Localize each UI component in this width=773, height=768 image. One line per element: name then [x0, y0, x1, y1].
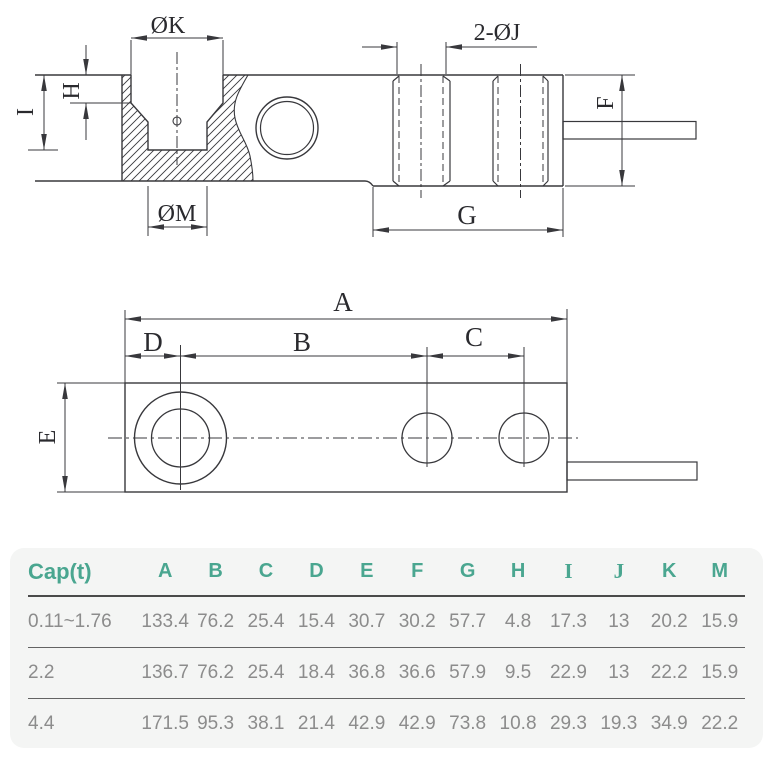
side-hole-inner [259, 100, 315, 156]
section-hatch-fill [122, 75, 253, 181]
spec-table-header-cell: C [240, 548, 292, 597]
spec-table-header-cell: D [291, 548, 342, 597]
dim-G-lines [372, 187, 564, 237]
dim-label-E: E [35, 430, 61, 445]
spec-table-header-cell: I [543, 548, 594, 597]
threaded-hole-1-dashed [398, 76, 444, 186]
spec-table-cell: 17.3 [549, 611, 587, 632]
center-mark [172, 116, 182, 126]
spec-table-cell: 136.7 [140, 647, 191, 699]
spec-table-cell: 18.4 [291, 647, 342, 699]
plan-hole-axes [180, 345, 525, 490]
spec-table-cell: 22.9 [543, 647, 594, 699]
side-hole-outer [255, 96, 319, 160]
spec-table-header-cell: F [392, 548, 443, 597]
spec-table-cell: 4.8 [504, 611, 532, 632]
spec-table-cell: 42.9 [341, 698, 393, 749]
cable-side-view [562, 120, 697, 140]
spec-table-cell: 95.3 [190, 698, 241, 749]
side-view [35, 42, 697, 237]
break-line [233, 74, 254, 182]
spec-table-cell: 25.4 [247, 611, 285, 632]
dim-J-lines [362, 42, 537, 74]
spec-table-cell: 13 [608, 611, 630, 632]
dim-label-B: B [293, 327, 311, 357]
spec-table-cell: 4.4 [28, 698, 140, 749]
threaded-hole-2-dashed [497, 76, 544, 186]
spec-table-cell: 21.4 [291, 698, 342, 749]
spec-table-header-cell: A [140, 548, 191, 597]
dim-label-J: 2-ØJ [474, 20, 521, 46]
spec-table-header-cell: M [694, 548, 745, 597]
spec-table-header-cell: J [593, 548, 645, 597]
spec-table-cell: 19.3 [593, 698, 645, 749]
spec-table-cell: 36.6 [392, 647, 443, 699]
dim-label-H: H [59, 82, 85, 99]
dim-label-F: F [593, 96, 619, 109]
dim-label-G: G [457, 200, 477, 230]
technical-drawing: ØK H I ØM 2-ØJ F G A D B C E [13, 13, 698, 493]
dim-A-lines [124, 309, 568, 383]
spec-table-row: 0.11~1.76 133.4 76.2 25.4 15.4 30.7 30.2 57.7 4.… [28, 596, 745, 648]
spec-table-cell: 22.2 [644, 647, 695, 699]
spec-table-cell: 30.2 [398, 611, 436, 632]
threaded-hole-2-solid [492, 75, 549, 187]
spec-table-cell: 57.7 [449, 611, 487, 632]
spec-table-header-cell: K [644, 548, 695, 597]
dim-F-lines [565, 74, 635, 187]
spec-table-cell: 0.11~1.76 [28, 611, 112, 632]
spec-table-cell: 22.2 [694, 698, 745, 749]
spec-table-cell: 30.7 [348, 611, 386, 632]
spec-table-cell: 15.9 [694, 647, 745, 699]
spec-table-cell: 42.9 [392, 698, 443, 749]
section-view [28, 37, 365, 236]
dim-label-I: I [13, 108, 39, 116]
spec-table-cell: 73.8 [442, 698, 493, 749]
spec-table-cell: 15.4 [297, 611, 335, 632]
spec-table-cell: 15.9 [701, 611, 739, 632]
dim-label-K: ØK [151, 13, 186, 39]
dim-label-A: A [333, 287, 353, 317]
dimension-labels: ØK H I ØM 2-ØJ F G A D B C E [13, 13, 619, 444]
dim-E-lines [57, 382, 125, 493]
spec-table-cell: 76.2 [197, 611, 235, 632]
cable-plan-view [566, 461, 698, 481]
spec-table-cell: 2.2 [28, 647, 140, 699]
spec-table-cell: 13 [593, 647, 645, 699]
spec-table-cell: 133.4 [141, 611, 189, 632]
spec-table-cell: 76.2 [190, 647, 241, 699]
section-edges [35, 75, 365, 182]
spec-table-header-cell: H [492, 548, 544, 597]
spec-table-header-cell: B [190, 548, 241, 597]
dimension-arrowheads [41, 35, 625, 492]
spec-table-header-cell: E [341, 548, 393, 597]
spec-table-header-cell: Cap(t) [28, 548, 140, 597]
spec-table-cell: 36.8 [341, 647, 393, 699]
spec-table-cell: 10.8 [492, 698, 544, 749]
spec-table-cell: 9.5 [492, 647, 544, 699]
extension-lines [28, 102, 131, 151]
spec-table-cell: 34.9 [644, 698, 695, 749]
spec-table-cell: 171.5 [140, 698, 191, 749]
dim-label-M: ØM [158, 201, 197, 227]
spec-table-header-cell: G [442, 548, 493, 597]
spec-table-cell: 25.4 [240, 647, 292, 699]
spec-table-cell: 38.1 [240, 698, 292, 749]
dim-label-C: C [465, 322, 483, 352]
side-body-edges [35, 74, 564, 187]
counterbore-outline [130, 75, 224, 151]
spec-table-cell: 20.2 [650, 611, 688, 632]
spec-table-cell: 29.3 [543, 698, 594, 749]
spec-table-cell: 57.9 [442, 647, 493, 699]
threaded-hole-1-solid [392, 75, 451, 187]
dim-label-D: D [143, 327, 163, 357]
